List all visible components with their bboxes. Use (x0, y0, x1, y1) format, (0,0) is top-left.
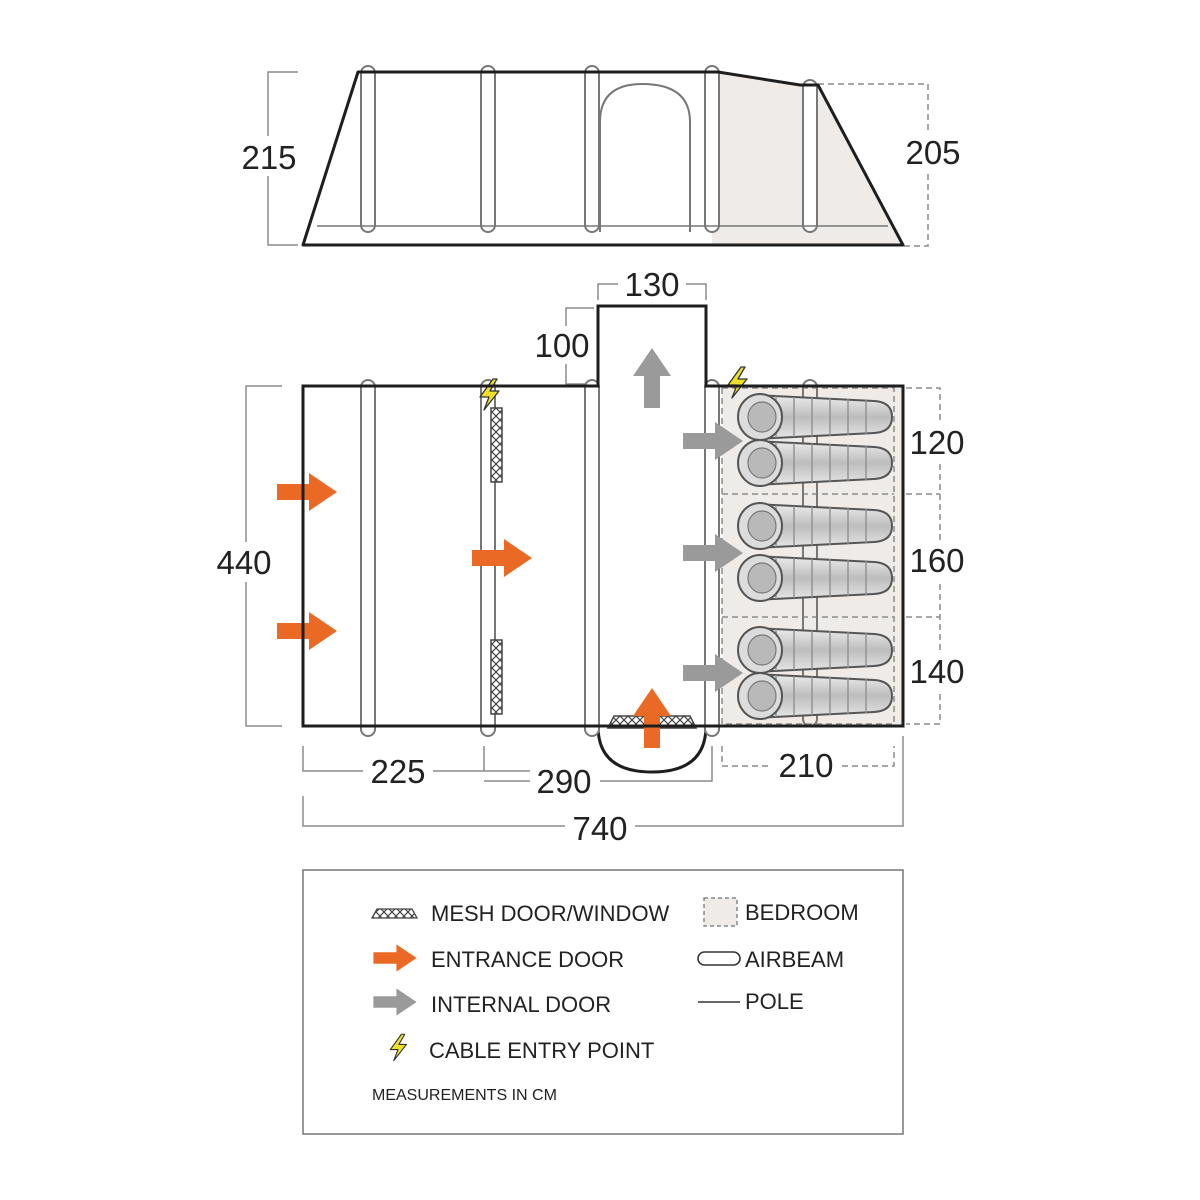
legend-entrance: ENTRANCE DOOR (431, 947, 624, 972)
section-length-3: 210 (778, 747, 833, 784)
mesh-window-2 (490, 639, 503, 715)
overall-length-label: 740 (572, 810, 627, 847)
mesh-icon (370, 908, 419, 919)
bedroom-width-3: 140 (909, 653, 964, 690)
legend-airbeam: AIRBEAM (745, 947, 844, 972)
porch-depth-label: 100 (534, 327, 589, 364)
entrance-arrow-2 (277, 612, 337, 650)
legend-bedroom: BEDROOM (745, 900, 859, 925)
bedroom-width-1: 120 (909, 424, 964, 461)
overall-width-label: 440 (216, 544, 271, 581)
legend-internal: INTERNAL DOOR (431, 992, 611, 1017)
internal-arrow-porch (633, 348, 671, 408)
side-view: 215 205 (234, 65, 969, 247)
measurements-note: MEASUREMENTS IN CM (372, 1087, 557, 1104)
legend: MESH DOOR/WINDOW BEDROOM ENTRANCE DOOR A… (302, 869, 904, 1135)
porch-width-label: 130 (624, 266, 679, 303)
mesh-window-1 (490, 407, 503, 483)
floor-airbeams (360, 379, 720, 737)
height-right-label: 205 (905, 134, 960, 171)
section-length-1: 225 (370, 753, 425, 790)
section-length-2: 290 (536, 763, 591, 800)
legend-mesh: MESH DOOR/WINDOW (431, 901, 670, 926)
bedroom-icon (703, 897, 738, 927)
floor-plan: 130 100 440 120 160 140 (212, 266, 971, 847)
entrance-arrow-1 (277, 473, 337, 511)
legend-cable: CABLE ENTRY POINT (429, 1038, 654, 1063)
side-airbeams (360, 65, 818, 233)
legend-pole: POLE (745, 989, 804, 1014)
height-left-label: 215 (241, 139, 296, 176)
bedroom-width-2: 160 (909, 542, 964, 579)
airbeam-icon (697, 951, 741, 966)
